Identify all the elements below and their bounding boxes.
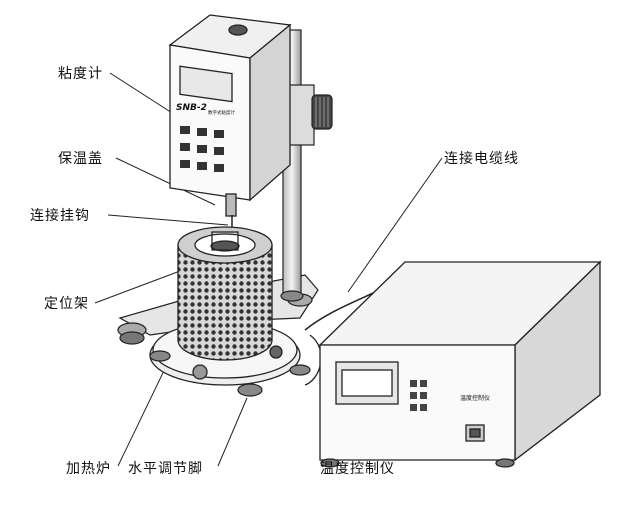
label-connecting-hook: 连接挂钩 bbox=[30, 208, 90, 224]
sensor-cable-line bbox=[304, 334, 322, 386]
leveling-feet bbox=[149, 350, 311, 397]
heating-furnace bbox=[149, 226, 301, 386]
label-positioning-frame: 定位架 bbox=[44, 296, 89, 312]
label-insulation-cover: 保温盖 bbox=[58, 151, 103, 167]
temperature-controller-box bbox=[318, 260, 602, 468]
label-heating-furnace: 加热炉 bbox=[66, 461, 111, 477]
viscometer-body bbox=[168, 14, 292, 255]
viscometer-panel-mark: 数字式粘度计 bbox=[208, 109, 235, 116]
label-leveling-feet: 水平调节脚 bbox=[128, 461, 203, 477]
viscometer-model-mark: SNB-2 bbox=[176, 103, 207, 113]
label-connecting-cable: 连接电缆线 bbox=[444, 151, 519, 167]
label-viscometer: 粘度计 bbox=[58, 66, 103, 82]
label-temperature-controller: 温度控制仪 bbox=[320, 461, 395, 477]
leader-lines bbox=[94, 72, 443, 467]
controller-panel-mark: 温度控制仪 bbox=[460, 394, 490, 402]
